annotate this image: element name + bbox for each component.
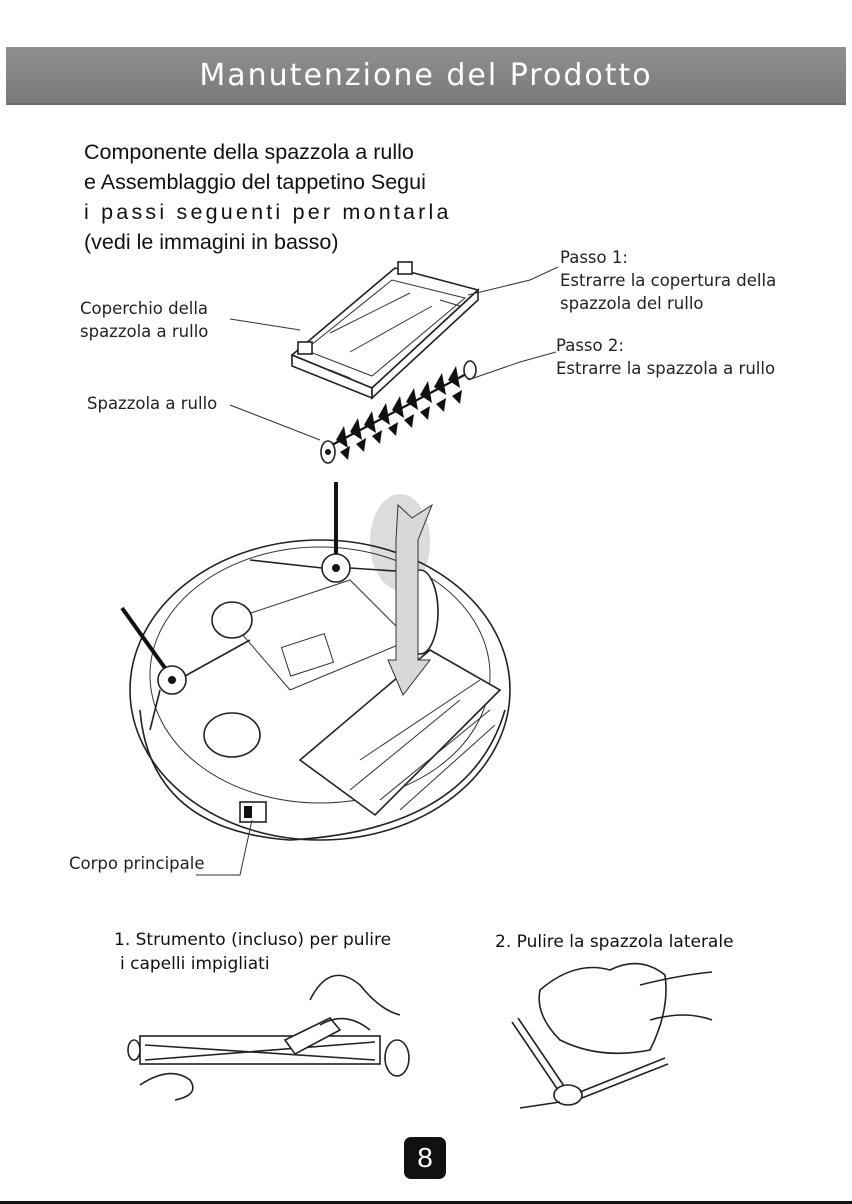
side-brush-caption: 2. Pulire la spazzola laterale — [495, 932, 734, 952]
roller-label: Spazzola a rullo — [87, 394, 218, 413]
intro-line-3: i passi seguenti per montarla — [84, 200, 452, 224]
intro-text: Componente della spazzola a rullo e Asse… — [84, 137, 484, 257]
intro-line-2: e Assemblaggio del tappetino Segui — [84, 170, 426, 194]
bottom-rule — [0, 1201, 852, 1204]
intro-line-4: (vedi le immagini in basso) — [84, 230, 339, 254]
body-label: Corpo principale — [69, 854, 205, 873]
roller-brush-drawing — [320, 360, 477, 464]
step1-title: Passo 1: — [560, 248, 628, 267]
leader-lines — [196, 266, 559, 876]
section-header: Manutenzione del Prodotto — [6, 47, 846, 105]
step2-title: Passo 2: — [556, 336, 624, 355]
step1-line-2: spazzola del rullo — [560, 294, 704, 313]
cover-label-line-2: spazzola a rullo — [80, 322, 209, 341]
step2-callout: Passo 2: Estrarre la spazzola a rullo — [556, 334, 775, 380]
tool-caption-line-2: i capelli impigliati — [120, 954, 270, 974]
robot-body-drawing — [120, 482, 511, 841]
step1-line-1: Estrarre la copertura della — [560, 271, 777, 290]
tool-caption-line-1: 1. Strumento (incluso) per pulire — [114, 930, 392, 950]
page-number: 8 — [404, 1137, 446, 1179]
page-title: Manutenzione del Prodotto — [199, 57, 653, 93]
step2-line-1: Estrarre la spazzola a rullo — [556, 359, 776, 378]
step1-callout: Passo 1: Estrarre la copertura della spa… — [560, 246, 776, 315]
brush-cover-drawing — [290, 261, 480, 400]
side-brush-cleaning-drawing — [511, 962, 713, 1109]
cover-label-line-1: Coperchio della — [80, 299, 209, 318]
cleaning-tool-drawing — [127, 974, 410, 1101]
intro-line-1: Componente della spazzola a rullo — [84, 140, 414, 164]
tool-caption: 1. Strumento (incluso) per pulire i cape… — [114, 928, 391, 976]
cover-label: Coperchio della spazzola a rullo — [80, 297, 208, 343]
